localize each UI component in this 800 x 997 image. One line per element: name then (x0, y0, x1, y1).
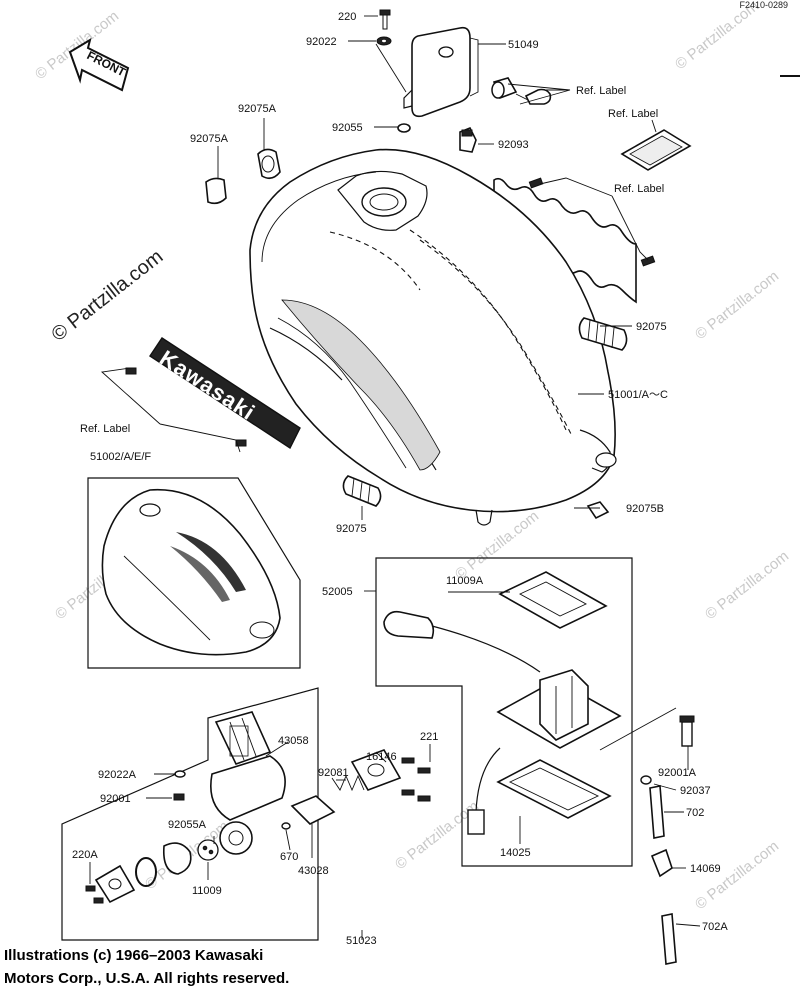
label-51002: 51002/A/E/F (90, 451, 151, 463)
fuel-tank-main (249, 148, 617, 526)
label-702: 702 (686, 807, 704, 819)
washer-92055 (397, 123, 411, 133)
label-92055: 92055 (332, 122, 363, 134)
watermark: © Partzilla.com (392, 798, 482, 874)
label-51001: 51001/A～C (608, 389, 668, 401)
front-arrow: FRONT (68, 37, 130, 92)
label-92093: 92093 (498, 139, 529, 151)
label-92037: 92037 (680, 785, 711, 797)
label-92075-right: 92075 (636, 321, 667, 333)
label-92022: 92022 (306, 36, 337, 48)
label-92075B: 92075B (626, 503, 664, 515)
label-51049: 51049 (508, 39, 539, 51)
grommet-92075A-1 (257, 148, 281, 180)
label-52005: 52005 (322, 586, 353, 598)
label-702A: 702A (702, 921, 728, 933)
watermark-prominent: © Partzilla.com (48, 246, 168, 346)
label-ref-4: Ref. Label (80, 423, 130, 435)
emblem-lettering: Kawasaki (155, 345, 259, 425)
watermark: © Partzilla.com (672, 0, 762, 73)
label-221: 221 (420, 731, 438, 743)
grommet-92093 (459, 126, 477, 153)
label-ref-2: Ref. Label (608, 108, 658, 120)
label-92022A: 92022A (98, 769, 137, 781)
watermark: © Partzilla.com (702, 548, 792, 624)
screw-220 (376, 9, 392, 46)
label-92001A: 92001A (658, 767, 697, 779)
hose-parts (640, 715, 695, 965)
cap-cover (403, 26, 479, 118)
copyright-notice: Illustrations (c) 1966–2003 Kawasaki Mot… (4, 944, 289, 990)
diagram-code: F2410-0289 (739, 0, 788, 10)
label-92075-left: 92075 (336, 523, 367, 535)
label-11009A: 11009A (446, 575, 484, 587)
part-labels: 220 92022 51049 Ref. Label Ref. Label 92… (72, 11, 728, 947)
label-92081: 92081 (318, 767, 349, 779)
label-ref-1: Ref. Label (576, 85, 626, 97)
copyright-line-1: Illustrations (c) 1966–2003 Kawasaki (4, 947, 264, 964)
label-16146: 16146 (366, 751, 397, 763)
key-lock (491, 77, 552, 105)
grommet-92075A-2 (205, 177, 227, 205)
label-11009: 11009 (192, 885, 222, 897)
label-51023: 51023 (346, 935, 377, 947)
label-92001: 92001 (100, 793, 131, 805)
grommet-92075B (586, 501, 610, 520)
label-220: 220 (338, 11, 356, 23)
label-43058: 43058 (278, 735, 309, 747)
rubber-92075-right (578, 317, 628, 351)
label-43028: 43028 (298, 865, 329, 877)
ref-label-plate (620, 129, 692, 171)
leader-lines (89, 15, 701, 940)
label-92075A-2: 92075A (190, 133, 229, 145)
fuel-cock-group (61, 687, 431, 941)
label-220A: 220A (72, 849, 98, 861)
watermark: © Partzilla.com (692, 268, 782, 344)
label-14069: 14069 (690, 863, 721, 875)
label-ref-3: Ref. Label (614, 183, 664, 195)
copyright-line-2: Motors Corp., U.S.A. All rights reserved… (4, 970, 290, 987)
label-14025: 14025 (500, 847, 531, 859)
fuel-gauge-group (375, 557, 633, 867)
label-92075A-1: 92075A (238, 103, 277, 115)
tank-variant-inset (87, 477, 301, 669)
watermark: © Partzilla.com (692, 838, 782, 914)
label-670: 670 (280, 851, 298, 863)
label-92055A: 92055A (168, 819, 207, 831)
watermark: © Partzilla.com (452, 508, 542, 584)
rubber-92075-left (342, 475, 382, 507)
